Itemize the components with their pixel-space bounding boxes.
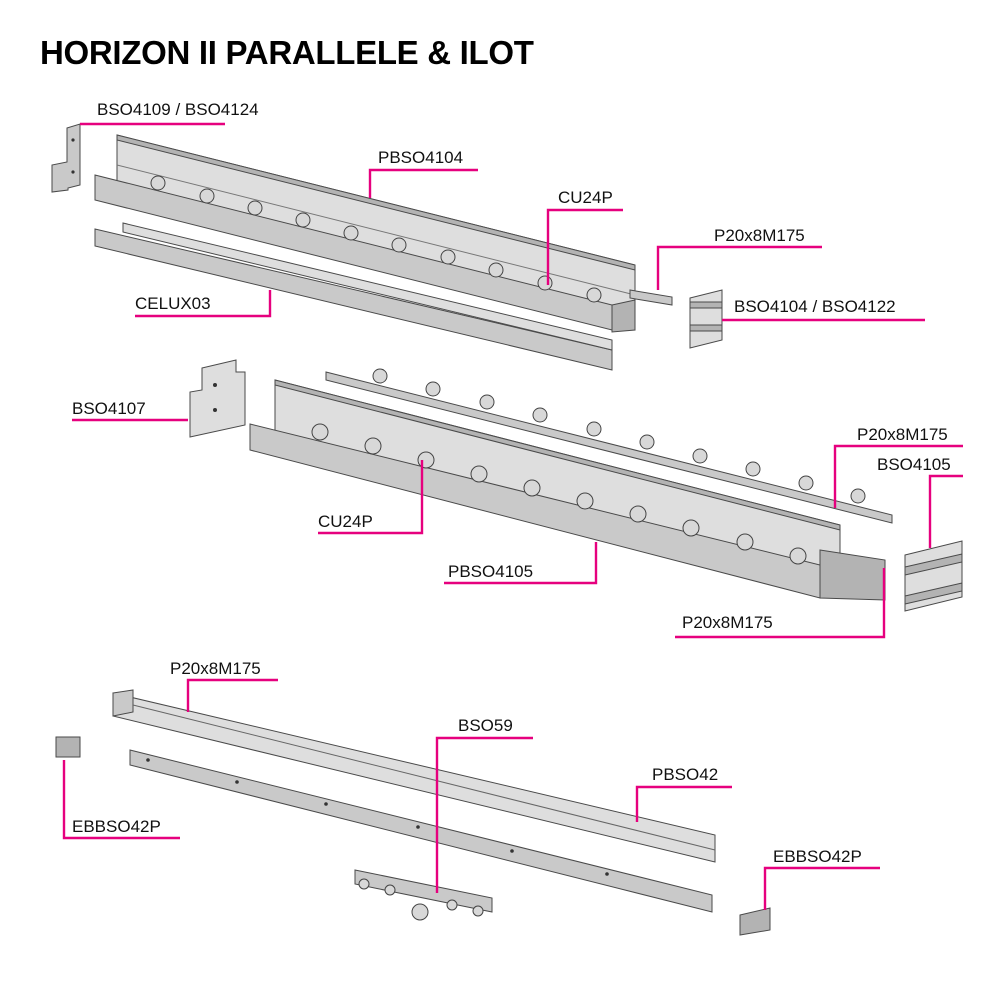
label-bso4109-bso4124: BSO4109 / BSO4124 xyxy=(97,100,259,119)
part-ebbso42p-cap-left xyxy=(55,736,81,758)
part-bso4105-plate xyxy=(904,540,963,612)
label-pbso4105: PBSO4105 xyxy=(448,562,533,581)
part-celux03-channel xyxy=(94,222,613,371)
label-ebbso42p-left: EBBSO42P xyxy=(72,817,161,836)
part-p20x8m175-bar-mid-upper xyxy=(325,371,893,524)
label-p20x8m175-mid-upper: P20x8M175 xyxy=(857,425,948,444)
part-pbso42-rail xyxy=(112,689,716,863)
label-pbso42: PBSO42 xyxy=(652,765,718,784)
rollers-top xyxy=(150,175,602,303)
label-cu24p-mid: CU24P xyxy=(318,512,373,531)
label-p20x8m175-top: P20x8M175 xyxy=(714,226,805,245)
part-bso59-bar xyxy=(129,749,713,913)
part-p20x8m175-bar-top xyxy=(629,289,673,306)
label-pbso4104: PBSO4104 xyxy=(378,148,463,167)
part-bso4104-plate xyxy=(689,289,723,349)
label-ebbso42p-right: EBBSO42P xyxy=(773,847,862,866)
part-bso4107-bracket xyxy=(189,359,246,438)
label-p20x8m175-bottom: P20x8M175 xyxy=(170,659,261,678)
label-bso4104-bso4122: BSO4104 / BSO4122 xyxy=(734,297,896,316)
label-celux03: CELUX03 xyxy=(135,294,211,313)
rollers-mid xyxy=(311,423,807,565)
leader-lines xyxy=(62,122,963,910)
part-pbso4105-profile xyxy=(249,379,886,601)
diagram-title: HORIZON II PARALLELE & ILOT xyxy=(40,34,534,71)
part-bso4109-bracket xyxy=(51,123,81,193)
part-bso59-carriage xyxy=(354,869,493,921)
label-bso4107: BSO4107 xyxy=(72,399,146,418)
label-bso59: BSO59 xyxy=(458,716,513,735)
rollers-mid-upper xyxy=(372,368,866,504)
label-cu24p-top: CU24P xyxy=(558,188,613,207)
label-bso4105: BSO4105 xyxy=(877,455,951,474)
label-p20x8m175-mid-lower: P20x8M175 xyxy=(682,613,773,632)
part-ebbso42p-cap-right xyxy=(739,907,771,936)
